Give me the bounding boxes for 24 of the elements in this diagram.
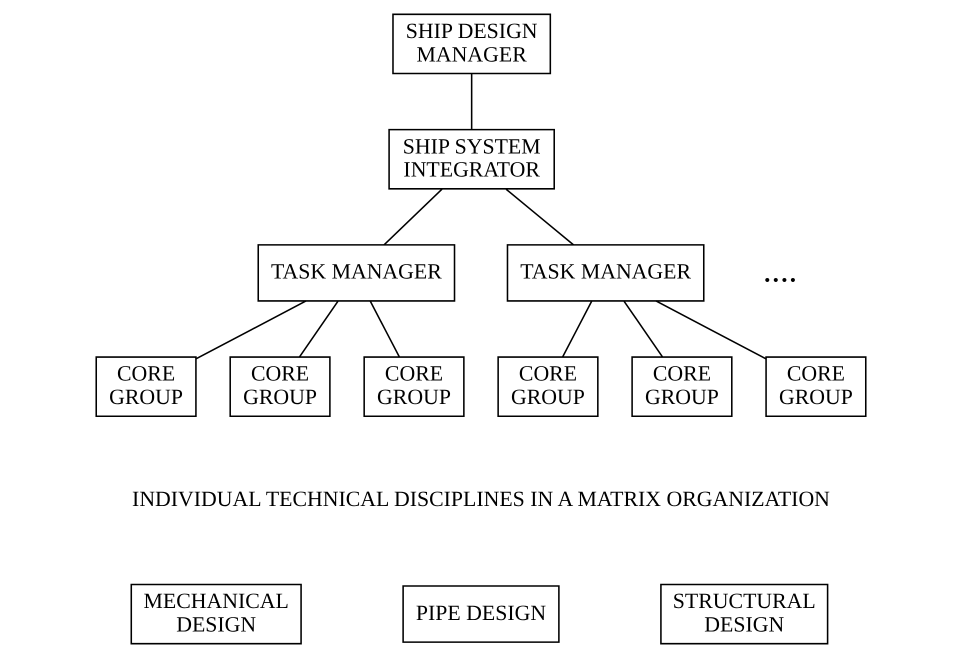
node-box: MECHANICAL DESIGN xyxy=(130,584,302,644)
connector xyxy=(298,300,338,358)
connector xyxy=(505,188,574,246)
node-box: CORE GROUP xyxy=(228,356,330,418)
node-box: SHIP DESIGN MANAGER xyxy=(392,14,551,74)
node-box: CORE GROUP xyxy=(94,356,196,418)
node-box: TASK MANAGER xyxy=(506,244,704,302)
connector xyxy=(369,300,400,358)
node-box: SHIP SYSTEM INTEGRATOR xyxy=(388,128,554,190)
connector xyxy=(622,300,663,358)
node-box: CORE GROUP xyxy=(630,356,732,418)
node-box: TASK MANAGER xyxy=(256,244,455,302)
label: INDIVIDUAL TECHNICAL DISCIPLINES IN A MATRIX ORGANIZATION xyxy=(132,487,830,512)
connector xyxy=(470,74,472,129)
node-box: PIPE DESIGN xyxy=(402,585,560,643)
connector xyxy=(195,300,306,360)
label: .... xyxy=(762,252,797,290)
connector xyxy=(561,300,592,358)
node-box: CORE GROUP xyxy=(764,356,866,418)
node-box: CORE GROUP xyxy=(362,356,464,418)
connector xyxy=(382,188,442,246)
node-box: CORE GROUP xyxy=(496,356,598,418)
node-box: STRUCTURAL DESIGN xyxy=(660,584,828,644)
connector xyxy=(655,300,766,360)
